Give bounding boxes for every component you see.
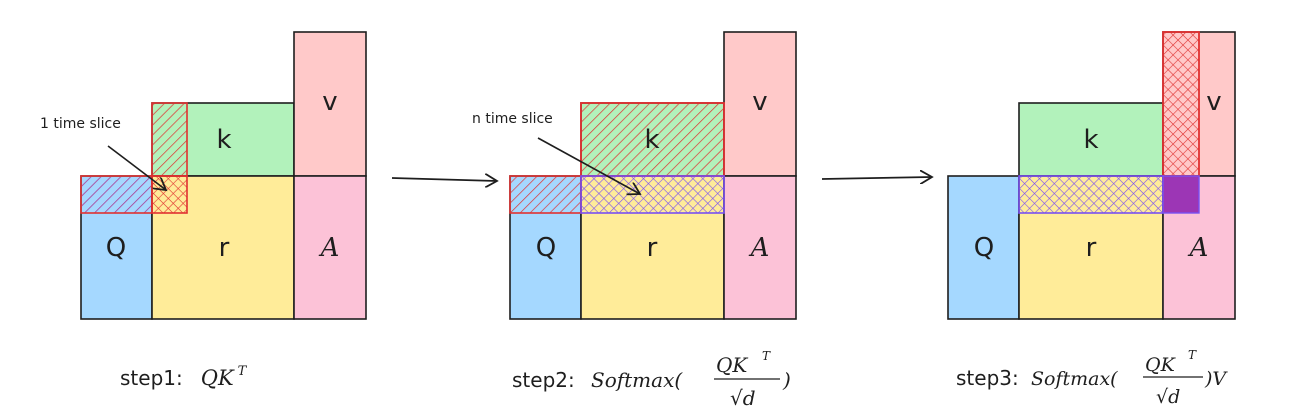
step3-q-label: Q xyxy=(974,233,994,263)
arrow-step2-to-step3 xyxy=(821,177,932,179)
step1-annotation: 1 time slice xyxy=(40,116,121,132)
step1-v-block xyxy=(293,31,367,177)
step1-caption-sup: T xyxy=(238,364,248,379)
step1-r-cell-cross xyxy=(151,175,188,214)
step3-r-label: r xyxy=(1086,233,1097,263)
step3-caption-softmax: Softmax( xyxy=(1031,368,1118,390)
step3-a-label: A xyxy=(1188,233,1209,263)
step3-caption-prefix: step3: xyxy=(956,366,1019,390)
step2-annotation: n time slice xyxy=(472,111,553,127)
step1-a-block xyxy=(293,175,367,320)
step2-caption-sqrt: √d xyxy=(730,386,756,410)
step1-k-label: k xyxy=(216,125,231,155)
step3-a-output-cell xyxy=(1162,175,1200,214)
step3-k-label: k xyxy=(1083,125,1098,155)
step3-v-label: v xyxy=(1206,87,1221,117)
step3-caption-sup: T xyxy=(1188,348,1197,362)
step2-annotation-arrow xyxy=(537,137,640,194)
step2-k-label: k xyxy=(644,125,659,155)
step1-k-slice-hatch xyxy=(151,102,188,177)
step3-panel: Q k r v A step3: Softmax( QK T √d )V xyxy=(947,31,1236,408)
step2-caption-prefix: step2: xyxy=(512,368,575,392)
step3-r-row-cross xyxy=(1018,175,1164,214)
step3-caption: step3: Softmax( QK T √d )V xyxy=(956,348,1228,408)
step2-r-row-cross xyxy=(580,175,725,214)
step1-caption: step1: QK T xyxy=(120,364,248,390)
step2-r-label: r xyxy=(647,233,658,263)
step3-caption-qk: QK xyxy=(1145,354,1177,376)
step2-panel: Q k r v A n time slice step2: Softmax( Q… xyxy=(472,31,797,410)
step2-a-block xyxy=(723,175,797,320)
step1-q-label: Q xyxy=(106,233,126,263)
step1-panel: Q k r v A 1 time slice step1: QK T xyxy=(40,31,367,390)
step3-v-column-cross xyxy=(1162,31,1200,177)
step2-caption-sup: T xyxy=(762,349,771,363)
step2-v-label: v xyxy=(752,87,767,117)
step3-caption-sqrt: √d xyxy=(1156,386,1180,408)
step1-r-label: r xyxy=(219,233,230,263)
step2-caption-qk: QK xyxy=(716,353,748,377)
step2-v-block xyxy=(723,31,797,177)
step2-caption-close: ) xyxy=(782,368,791,392)
step1-caption-prefix: step1: xyxy=(120,366,183,390)
step2-caption-softmax: Softmax( xyxy=(591,368,683,392)
step3-caption-tail: )V xyxy=(1204,368,1228,390)
step2-a-label: A xyxy=(749,233,770,263)
step1-q-slice-overlay xyxy=(81,176,152,213)
step1-annotation-arrow xyxy=(107,145,166,190)
step2-q-label: Q xyxy=(536,233,556,263)
step1-caption-qk: QK xyxy=(201,366,235,390)
step3-k-block xyxy=(1018,102,1164,177)
step1-a-label: A xyxy=(319,233,340,263)
step2-q-slice-hatch xyxy=(509,175,582,214)
step1-v-label: v xyxy=(322,87,337,117)
step2-caption: step2: Softmax( QK T √d ) xyxy=(512,349,791,410)
arrow-step1-to-step2 xyxy=(391,178,497,181)
step2-k-full-hatch xyxy=(580,102,725,177)
step3-q-block xyxy=(947,175,1020,320)
